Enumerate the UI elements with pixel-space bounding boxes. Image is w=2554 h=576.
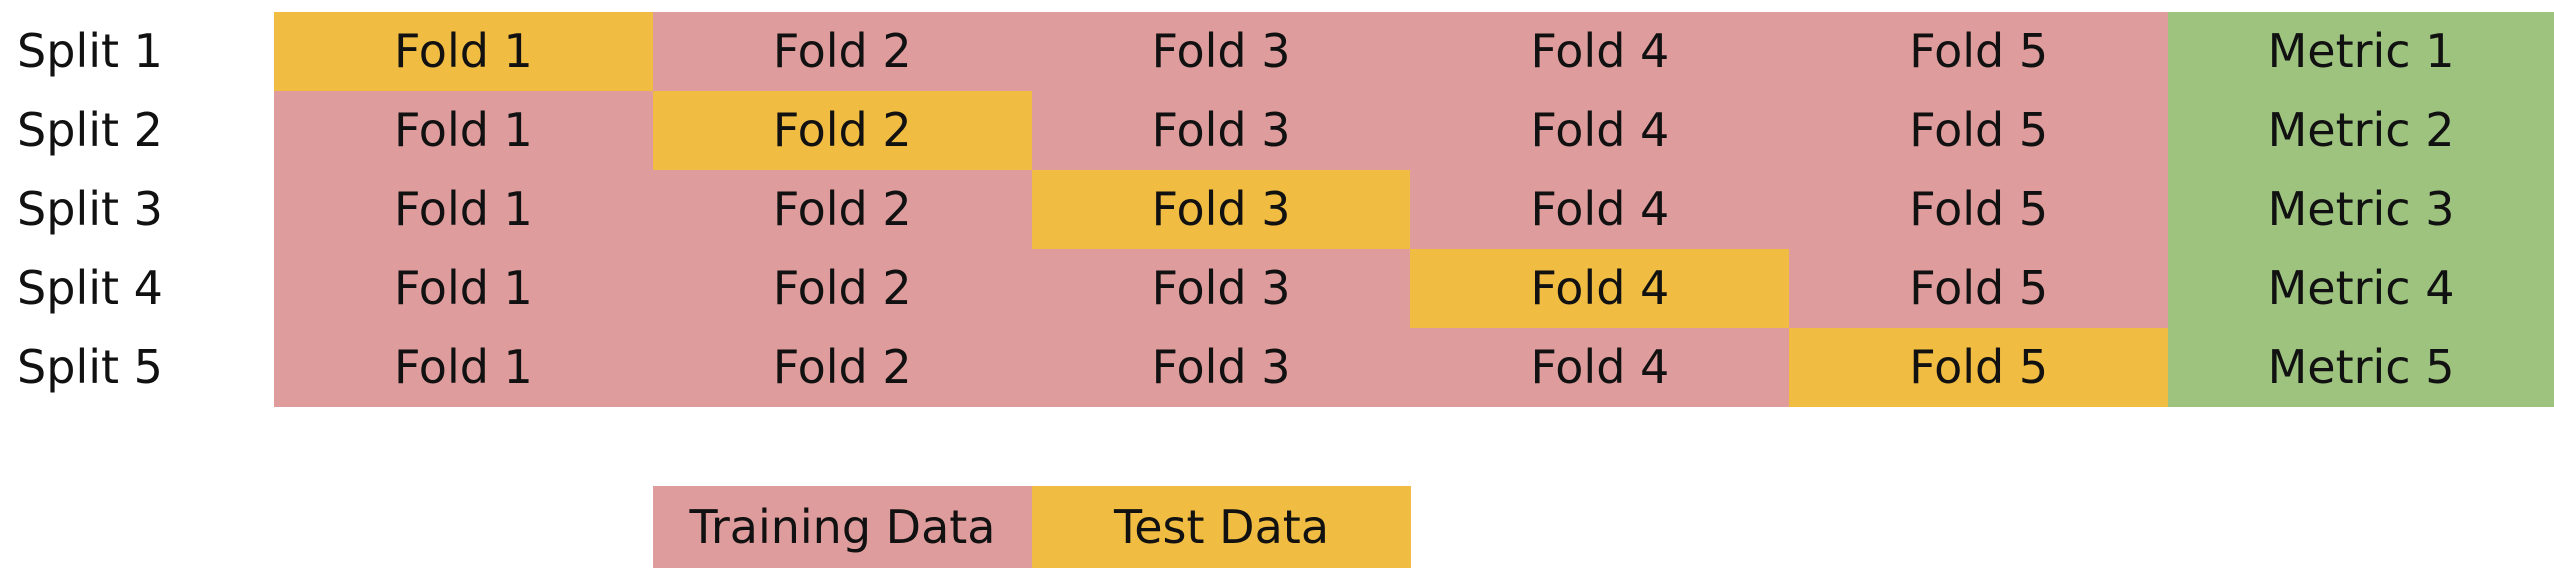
split-label-5: Split 5 [17,340,163,394]
fold-cell: Fold 3 [1031,328,1411,407]
fold-cell: Fold 5 [1789,91,2169,170]
metric-cell: Metric 4 [2168,249,2554,328]
fold-cell: Fold 1 [274,249,653,328]
split-row-3: Fold 1 Fold 2 Fold 3 Fold 4 Fold 5 Metri… [274,170,2554,249]
split-row-5: Fold 1 Fold 2 Fold 3 Fold 4 Fold 5 Metri… [274,328,2554,407]
fold-cell: Fold 1 [274,328,653,407]
metric-cell: Metric 3 [2168,170,2554,249]
legend: Training Data Test Data [653,486,1411,568]
fold-cell: Fold 3 [1031,91,1411,170]
fold-cell: Fold 3 [1031,170,1411,249]
fold-cell: Fold 3 [1031,249,1411,328]
fold-cell: Fold 2 [652,328,1032,407]
split-label-1: Split 1 [17,24,163,78]
split-labels: Split 1 Split 2 Split 3 Split 4 Split 5 [0,12,180,407]
metric-cell: Metric 1 [2168,12,2554,91]
fold-cell: Fold 4 [1410,170,1790,249]
fold-cell: Fold 4 [1410,12,1790,91]
fold-cell: Fold 4 [1410,249,1790,328]
fold-cell: Fold 2 [652,249,1032,328]
fold-cell: Fold 2 [652,170,1032,249]
split-row-2: Fold 1 Fold 2 Fold 3 Fold 4 Fold 5 Metri… [274,91,2554,170]
fold-cell: Fold 2 [652,12,1032,91]
fold-cell: Fold 1 [274,91,653,170]
split-label-3: Split 3 [17,182,163,236]
fold-cell: Fold 5 [1789,249,2169,328]
cross-validation-grid: Fold 1 Fold 2 Fold 3 Fold 4 Fold 5 Metri… [274,12,2554,407]
metric-cell: Metric 2 [2168,91,2554,170]
split-label-2: Split 2 [17,103,163,157]
fold-cell: Fold 4 [1410,91,1790,170]
fold-cell: Fold 4 [1410,328,1790,407]
split-row-1: Fold 1 Fold 2 Fold 3 Fold 4 Fold 5 Metri… [274,12,2554,91]
split-row-4: Fold 1 Fold 2 Fold 3 Fold 4 Fold 5 Metri… [274,249,2554,328]
fold-cell: Fold 2 [652,91,1032,170]
metric-cell: Metric 5 [2168,328,2554,407]
split-label-4: Split 4 [17,261,163,315]
fold-cell: Fold 1 [274,170,653,249]
fold-cell: Fold 5 [1789,170,2169,249]
fold-cell: Fold 5 [1789,12,2169,91]
fold-cell: Fold 5 [1789,328,2169,407]
legend-test-data: Test Data [1032,486,1411,568]
fold-cell: Fold 1 [274,12,653,91]
fold-cell: Fold 3 [1031,12,1411,91]
legend-training-data: Training Data [653,486,1032,568]
